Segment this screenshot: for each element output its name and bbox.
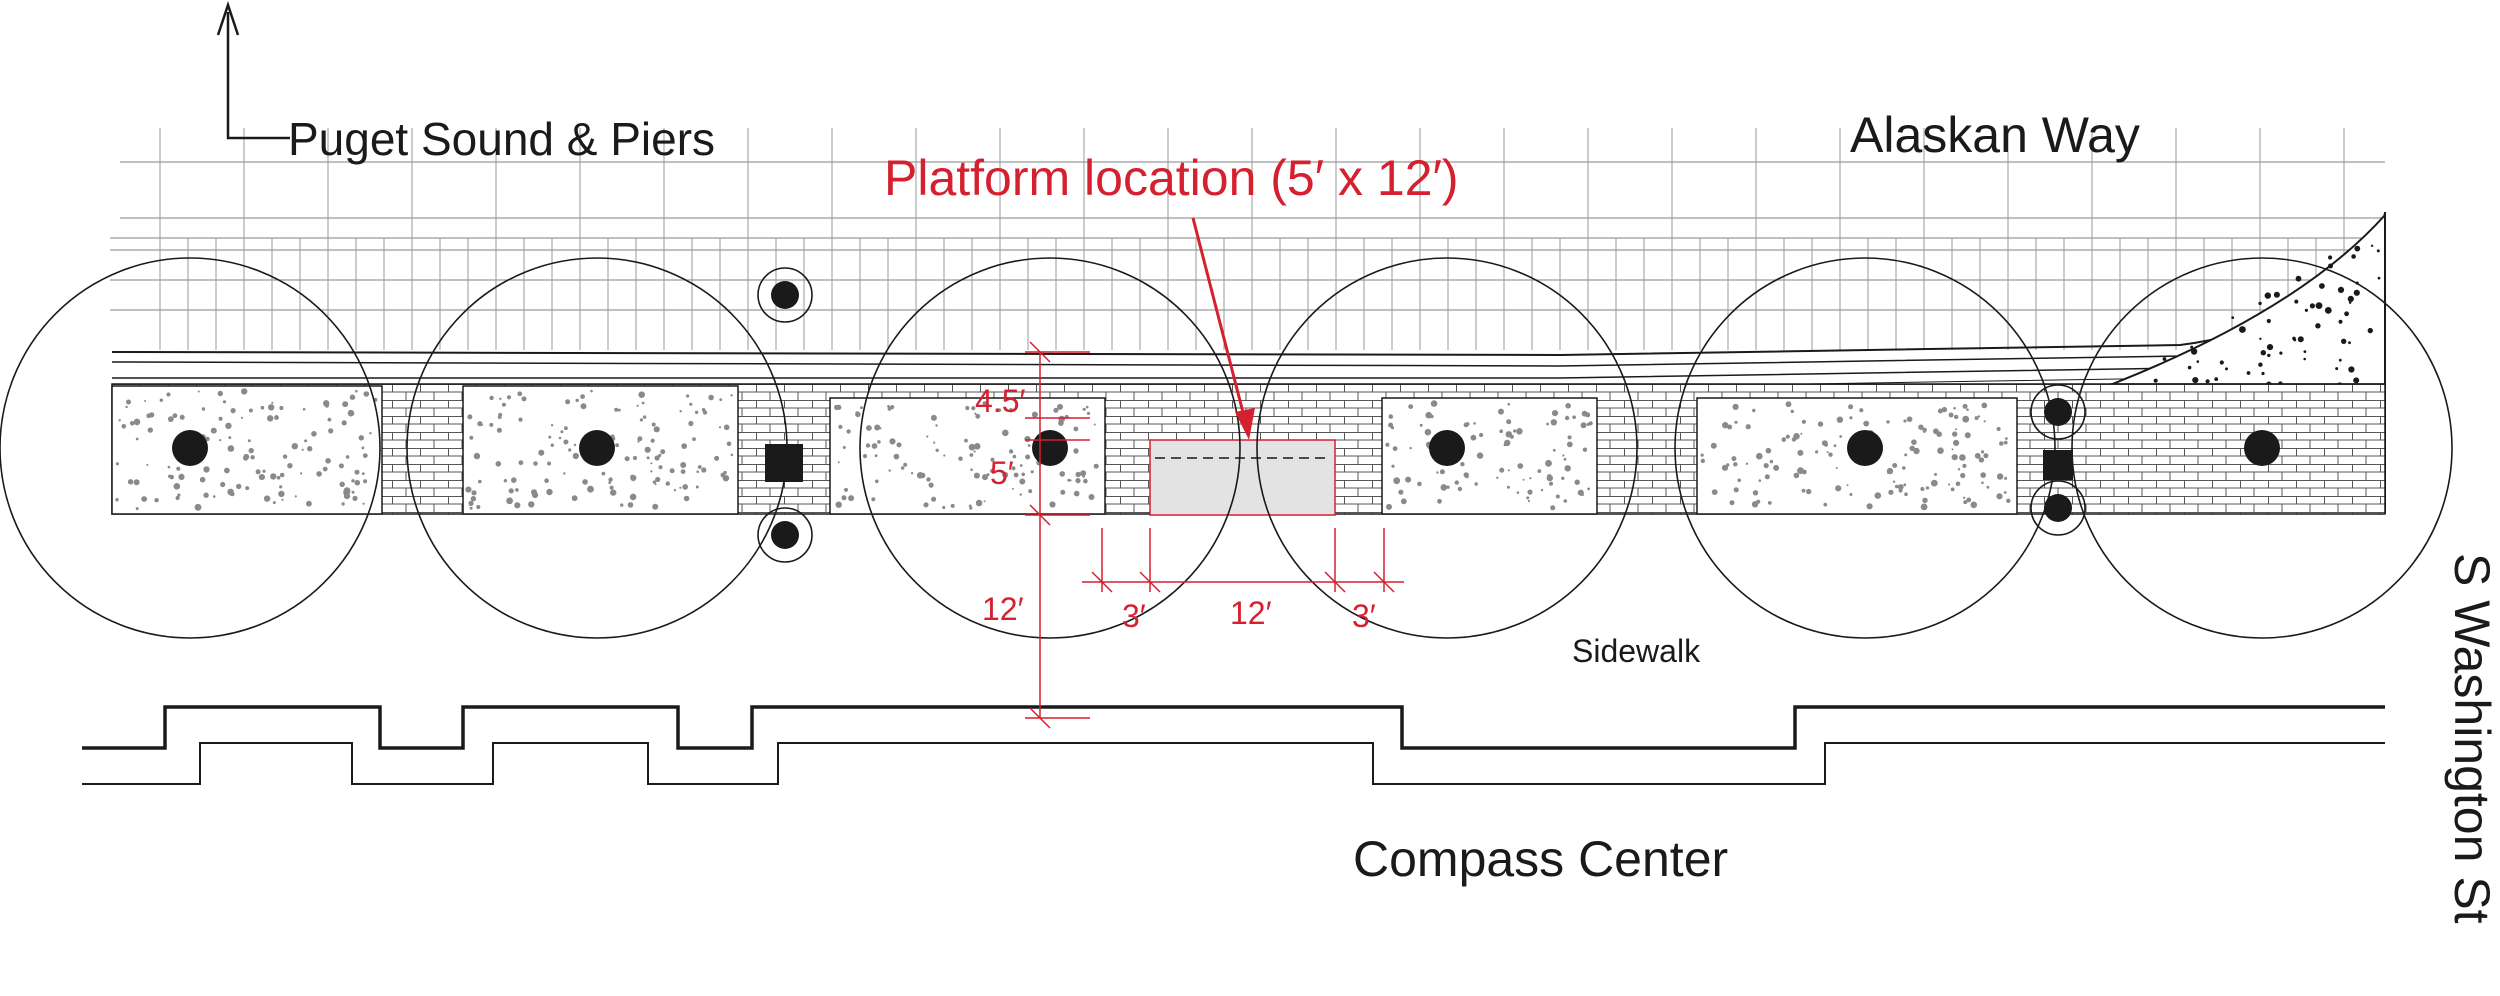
light-poles [757,267,2086,563]
dim-platform-depth: 5′ [990,455,1014,491]
tree-canopy-5 [1674,257,2056,639]
label-s-washington-st: S Washington St [2444,553,2500,924]
tree-canopy-4 [1256,257,1638,639]
label-alaskan-way: Alaskan Way [1850,107,2140,163]
pavement-dots [115,388,2011,511]
dim-platform-length: 12′ [1230,595,1272,631]
dim-distance-building: 12′ [982,591,1024,627]
dim-setback-top: 4.5′ [975,383,1025,419]
concrete-panel-1 [111,385,383,515]
tree-circle-icon [1847,430,1883,466]
concrete-panels [111,385,2018,515]
square-post-icon [765,444,803,482]
concrete-panel-4 [1381,397,1598,515]
tree-circle-icon [172,430,208,466]
tree-canopy-6 [2071,257,2453,639]
tree-trunks [172,430,2280,466]
arrow-up-icon [226,12,290,140]
tree-circle-icon [2244,430,2280,466]
platform [1149,439,1336,516]
tree-circle-icon [579,430,615,466]
dim-clearance-right: 3′ [1352,598,1376,634]
square-post-icon [2043,450,2073,480]
dimension-lines [1025,341,1404,729]
callout-arrow [1191,217,1255,440]
label-sidewalk: Sidewalk [1572,633,1701,669]
label-puget-sound: Puget Sound & Piers [288,113,715,165]
tree-circle-icon [1429,430,1465,466]
platform-callout: Platform location (5′ x 12′) [884,150,1459,206]
building-outline [82,705,2385,785]
tree-circle-icon [1032,430,1068,466]
north-arrow [216,1,290,140]
tree-canopy-1 [0,257,381,639]
dim-clearance-left: 3′ [1122,598,1146,634]
label-compass-center: Compass Center [1353,831,1728,887]
tree-canopy-3 [859,257,1241,639]
